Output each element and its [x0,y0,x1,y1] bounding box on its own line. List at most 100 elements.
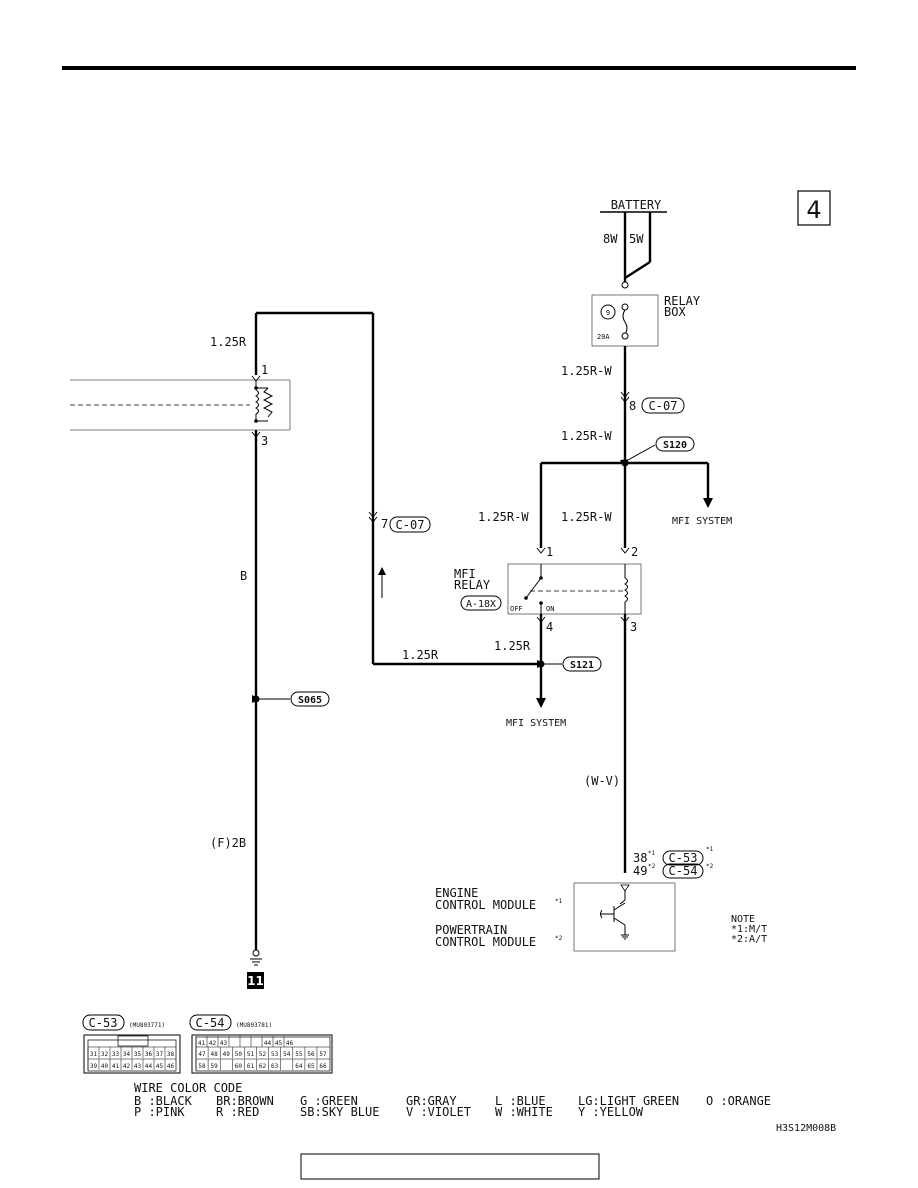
mfi-relay-on: ON [546,605,554,613]
mfi-relay-connector: A-18X [466,599,496,610]
connector-pin-number: 52 [259,1051,267,1058]
connector-pin-number: 66 [319,1063,327,1070]
ecu-conn-c54: C-54 [669,864,698,878]
wire-color-r2-c3: SB:SKY BLUE [300,1105,379,1119]
ecu-power-line1: POWERTRAIN [435,923,507,937]
connector-pin-number: 64 [295,1063,303,1070]
wire-vertical-b: B [240,569,247,583]
c07-connector-left: C-07 [396,518,425,532]
mfi-relay: MFI RELAY A-18X OFF ON [454,563,642,615]
ecu-engine-line1: ENGINE [435,886,478,900]
connector-pin-number: 37 [156,1051,164,1058]
connector-pin-number: 44 [145,1063,153,1070]
connector-pin-number: 46 [167,1063,175,1070]
wire-bottom-left: 1.25R [402,648,439,662]
connector-pin-number: 55 [295,1051,303,1058]
wire-color-r1-c4: GR:GRAY [406,1094,457,1108]
wire-bottom-right: 1.25R [494,639,531,653]
connector-pin-number: 54 [283,1051,291,1058]
connector-pin-number: 50 [235,1051,243,1058]
relay-pin3: 3 [630,620,637,634]
ground-symbol: 11 [247,949,264,989]
connector-pin-number: 32 [101,1051,109,1058]
footer-box [300,1153,600,1180]
mfi-relay-label-2: RELAY [454,578,491,592]
connector-pin-number: 51 [247,1051,255,1058]
connector-pin-number: 40 [101,1063,109,1070]
wire-color-r1-c2: BR:BROWN [216,1094,274,1108]
wire-color-r1-c3: G :GREEN [300,1094,358,1108]
relay-pin2: 2 [631,545,638,559]
wire-relaybox-out: 1.25R-W [561,364,612,378]
ecu-conn-c53: C-53 [669,851,698,865]
connector-pin-number: 36 [145,1051,153,1058]
connector-pin-number: 56 [307,1051,315,1058]
connector-pin-number: 42 [123,1063,131,1070]
connector-pin-number: 41 [198,1040,206,1047]
ecu-mark1-b: *1 [706,846,714,853]
connector-pin-number: 49 [223,1051,231,1058]
c07-pin7: 7 [381,517,388,531]
ecu-mark2-b: *2 [706,863,714,870]
relay-box-fuse-number: 9 [606,309,610,317]
splice-s121-label: S121 [570,660,594,671]
left-component-pin1: 1 [261,363,268,377]
wire-ground: (F)2B [210,836,246,850]
wire-color-r1-c6: LG:LIGHT GREEN [578,1094,679,1108]
ecu-mark2-a: *2 [648,863,656,870]
ecu-engine-line2: CONTROL MODULE [435,898,536,912]
battery-label: BATTERY [611,198,662,212]
ground-number: 11 [247,974,264,988]
connector-pin-number: 39 [90,1063,98,1070]
note: NOTE *1:M/T *2:A/T [731,914,767,945]
left-component-pin3: 3 [261,434,268,448]
splice-s121: S121 [562,656,602,672]
wire-color-r1-c5: L :BLUE [495,1094,546,1108]
mfi-system-label-bottom: MFI SYSTEM [506,718,566,729]
battery: BATTERY 8W 5W [600,198,667,289]
relay-box-fuse-rating: 20A [597,333,610,341]
wire-after-c07: 1.25R-W [561,429,612,443]
wire-ecu: (W-V) [584,774,620,788]
note-title: NOTE [731,914,755,925]
connector-pin-number: 65 [307,1063,315,1070]
mfi-relay-label-1: MFI [454,567,476,581]
splice-s065: S065 [290,691,330,707]
wire-color-code: WIRE COLOR CODE B :BLACK BR:BROWN G :GRE… [134,1081,771,1119]
connector-pin-number: 42 [209,1040,217,1047]
connector-pin-number: 38 [167,1051,175,1058]
connector-pin-number: 31 [90,1051,98,1058]
relay-pin4: 4 [546,620,553,634]
connector-pin-number: 62 [259,1063,267,1070]
wire-branch-left: 1.25R-W [478,510,529,524]
relay-box-label-2: BOX [664,305,686,319]
battery-wire-left: 8W [603,232,618,246]
relay-pin1: 1 [546,545,553,559]
wire-color-r2-c4: V :VIOLET [406,1105,471,1119]
left-component: 1 3 [70,363,291,448]
ecu-power-mark: *2 [555,935,563,942]
wire-color-r1-c1: B :BLACK [134,1094,193,1108]
mfi-system-label-right: MFI SYSTEM [672,516,732,527]
connector-pin-number: 41 [112,1063,120,1070]
connector-pin-number: 43 [134,1063,142,1070]
connector-pin-number: 53 [271,1051,279,1058]
splice-s120: S120 [655,436,695,452]
connector-pin-number: 45 [156,1063,164,1070]
battery-wire-right: 5W [629,232,644,246]
ecu-pin-c53: 38 [633,851,647,865]
page-number-box: 4 [797,190,831,226]
connector-c54-name: C-54 [196,1016,225,1030]
connector-c53-name: C-53 [89,1016,118,1030]
header-rule [62,66,856,70]
connector-pin-number: 59 [211,1063,219,1070]
connector-pin-number: 33 [112,1051,120,1058]
ecu-mark1-a: *1 [648,850,656,857]
page-number: 4 [806,196,821,224]
wire-color-r2-c6: Y :YELLOW [578,1105,644,1119]
connector-pin-number: 46 [286,1040,294,1047]
wire-color-r1-c7: O :ORANGE [706,1094,771,1108]
connector-pin-number: 61 [247,1063,255,1070]
